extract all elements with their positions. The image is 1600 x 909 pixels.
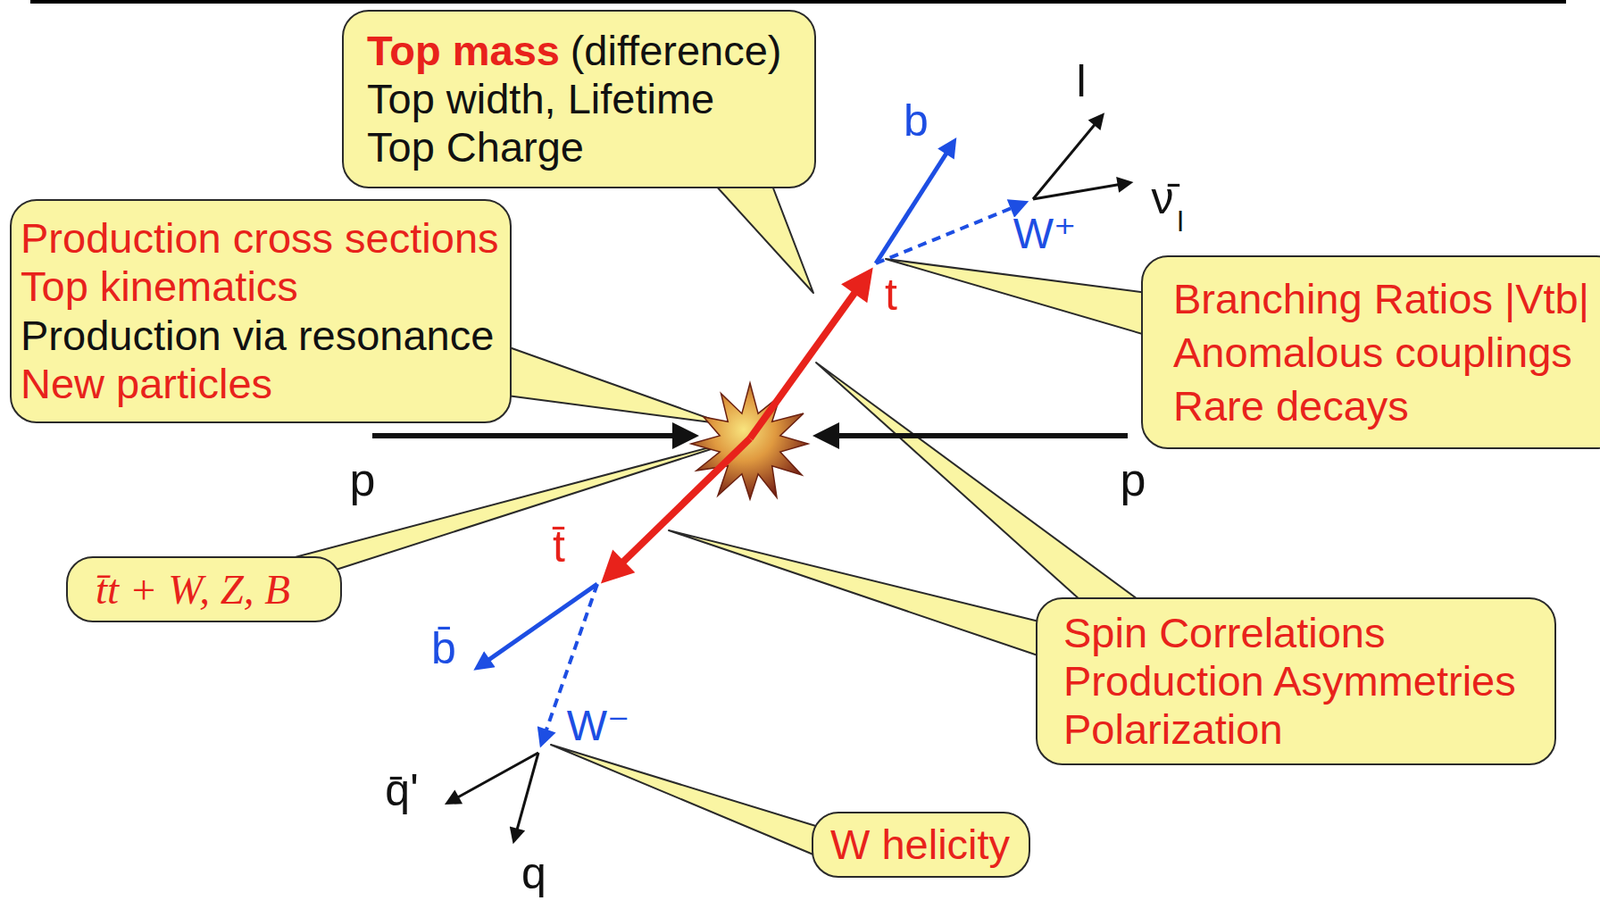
callout-text: Top mass bbox=[366, 26, 560, 75]
callout-tail bbox=[816, 362, 1161, 617]
callout-tail bbox=[241, 436, 750, 572]
callout-text: Anomalous couplings bbox=[1173, 325, 1573, 380]
top-arrow bbox=[750, 285, 860, 439]
callout-text: t̄t + W, Z, B bbox=[95, 564, 291, 615]
particle-label: q bbox=[521, 850, 547, 896]
callout-tail bbox=[486, 339, 725, 425]
particle-label: t bbox=[884, 272, 898, 317]
callout-text: Top width, Lifetime bbox=[366, 75, 715, 124]
text-line: Production Asymmetries bbox=[1063, 657, 1544, 706]
callout-tail bbox=[668, 530, 1054, 661]
text-line: Top width, Lifetime bbox=[366, 75, 804, 124]
particle-label: p bbox=[350, 456, 376, 503]
callout-box: Production cross sectionsTop kinematicsP… bbox=[9, 199, 512, 424]
particle-label: b̄ bbox=[431, 625, 457, 671]
particle-label: t̄ bbox=[552, 524, 566, 569]
text-line: Polarization bbox=[1063, 705, 1544, 754]
top-rule bbox=[30, 0, 1567, 4]
antitop-arrow bbox=[616, 438, 750, 568]
callout-text: (difference) bbox=[570, 26, 783, 75]
quark-arrow bbox=[454, 752, 539, 800]
callout-tail bbox=[885, 258, 1161, 340]
particle-label: b bbox=[903, 98, 929, 143]
text-line: Top kinematics bbox=[20, 262, 501, 312]
callout-box: t̄t + W, Z, B bbox=[66, 556, 342, 623]
b-arrow bbox=[875, 149, 950, 264]
callout-box: W helicity bbox=[811, 811, 1031, 878]
callout-box: Branching Ratios |Vtb|Anomalous coupling… bbox=[1141, 255, 1600, 450]
proton-beam bbox=[831, 433, 1128, 439]
particle-label: ν̄ bbox=[1151, 175, 1175, 221]
text-line: Rare decays bbox=[1173, 379, 1600, 434]
particle-label: l bbox=[1075, 58, 1086, 104]
text-line: t̄t + W, Z, B bbox=[95, 564, 328, 615]
callout-text: Branching Ratios |Vtb| bbox=[1173, 272, 1590, 326]
lepton-arrow bbox=[1033, 121, 1098, 200]
w-plus-arrow bbox=[875, 206, 1017, 264]
callout-text: Production Asymmetries bbox=[1063, 657, 1517, 706]
text-line: Production via resonance bbox=[20, 311, 501, 361]
particle-label: W⁺ bbox=[1013, 212, 1077, 256]
proton-beam bbox=[372, 433, 681, 439]
callout-text: Production via resonance bbox=[20, 311, 494, 361]
callout-text: Top Charge bbox=[366, 123, 584, 172]
text-line: Top Charge bbox=[366, 123, 804, 172]
particle-label: q̄' bbox=[384, 767, 418, 813]
callout-text: New particles bbox=[20, 359, 273, 409]
callout-text: Spin Correlations bbox=[1063, 608, 1386, 658]
text-line: Anomalous couplings bbox=[1173, 325, 1600, 380]
callout-text: Polarization bbox=[1063, 705, 1284, 754]
callout-text: Top kinematics bbox=[20, 262, 299, 312]
bbar-arrow bbox=[484, 583, 598, 663]
particle-label: W⁻ bbox=[566, 704, 631, 748]
callout-text: Rare decays bbox=[1173, 379, 1409, 434]
callout-text: W helicity bbox=[830, 819, 1010, 870]
neutrino-arrow bbox=[1033, 183, 1123, 200]
callout-tail bbox=[705, 174, 814, 293]
text-line: Production cross sections bbox=[20, 214, 501, 264]
text-line: New particles bbox=[20, 359, 501, 409]
quark-arrow bbox=[516, 752, 539, 834]
text-line: Branching Ratios |Vtb| bbox=[1173, 272, 1600, 326]
text-line: Spin Correlations bbox=[1063, 608, 1544, 658]
text-line: W helicity bbox=[830, 819, 1017, 870]
particle-label: l bbox=[1176, 207, 1184, 236]
callout-text: Production cross sections bbox=[20, 214, 500, 264]
callout-tail bbox=[550, 744, 831, 862]
text-line: Top mass(difference) bbox=[366, 26, 804, 75]
particle-label: p bbox=[1120, 456, 1147, 503]
callout-box: Spin CorrelationsProduction AsymmetriesP… bbox=[1035, 597, 1557, 766]
callout-box: Top mass(difference)Top width, LifetimeT… bbox=[341, 9, 817, 189]
